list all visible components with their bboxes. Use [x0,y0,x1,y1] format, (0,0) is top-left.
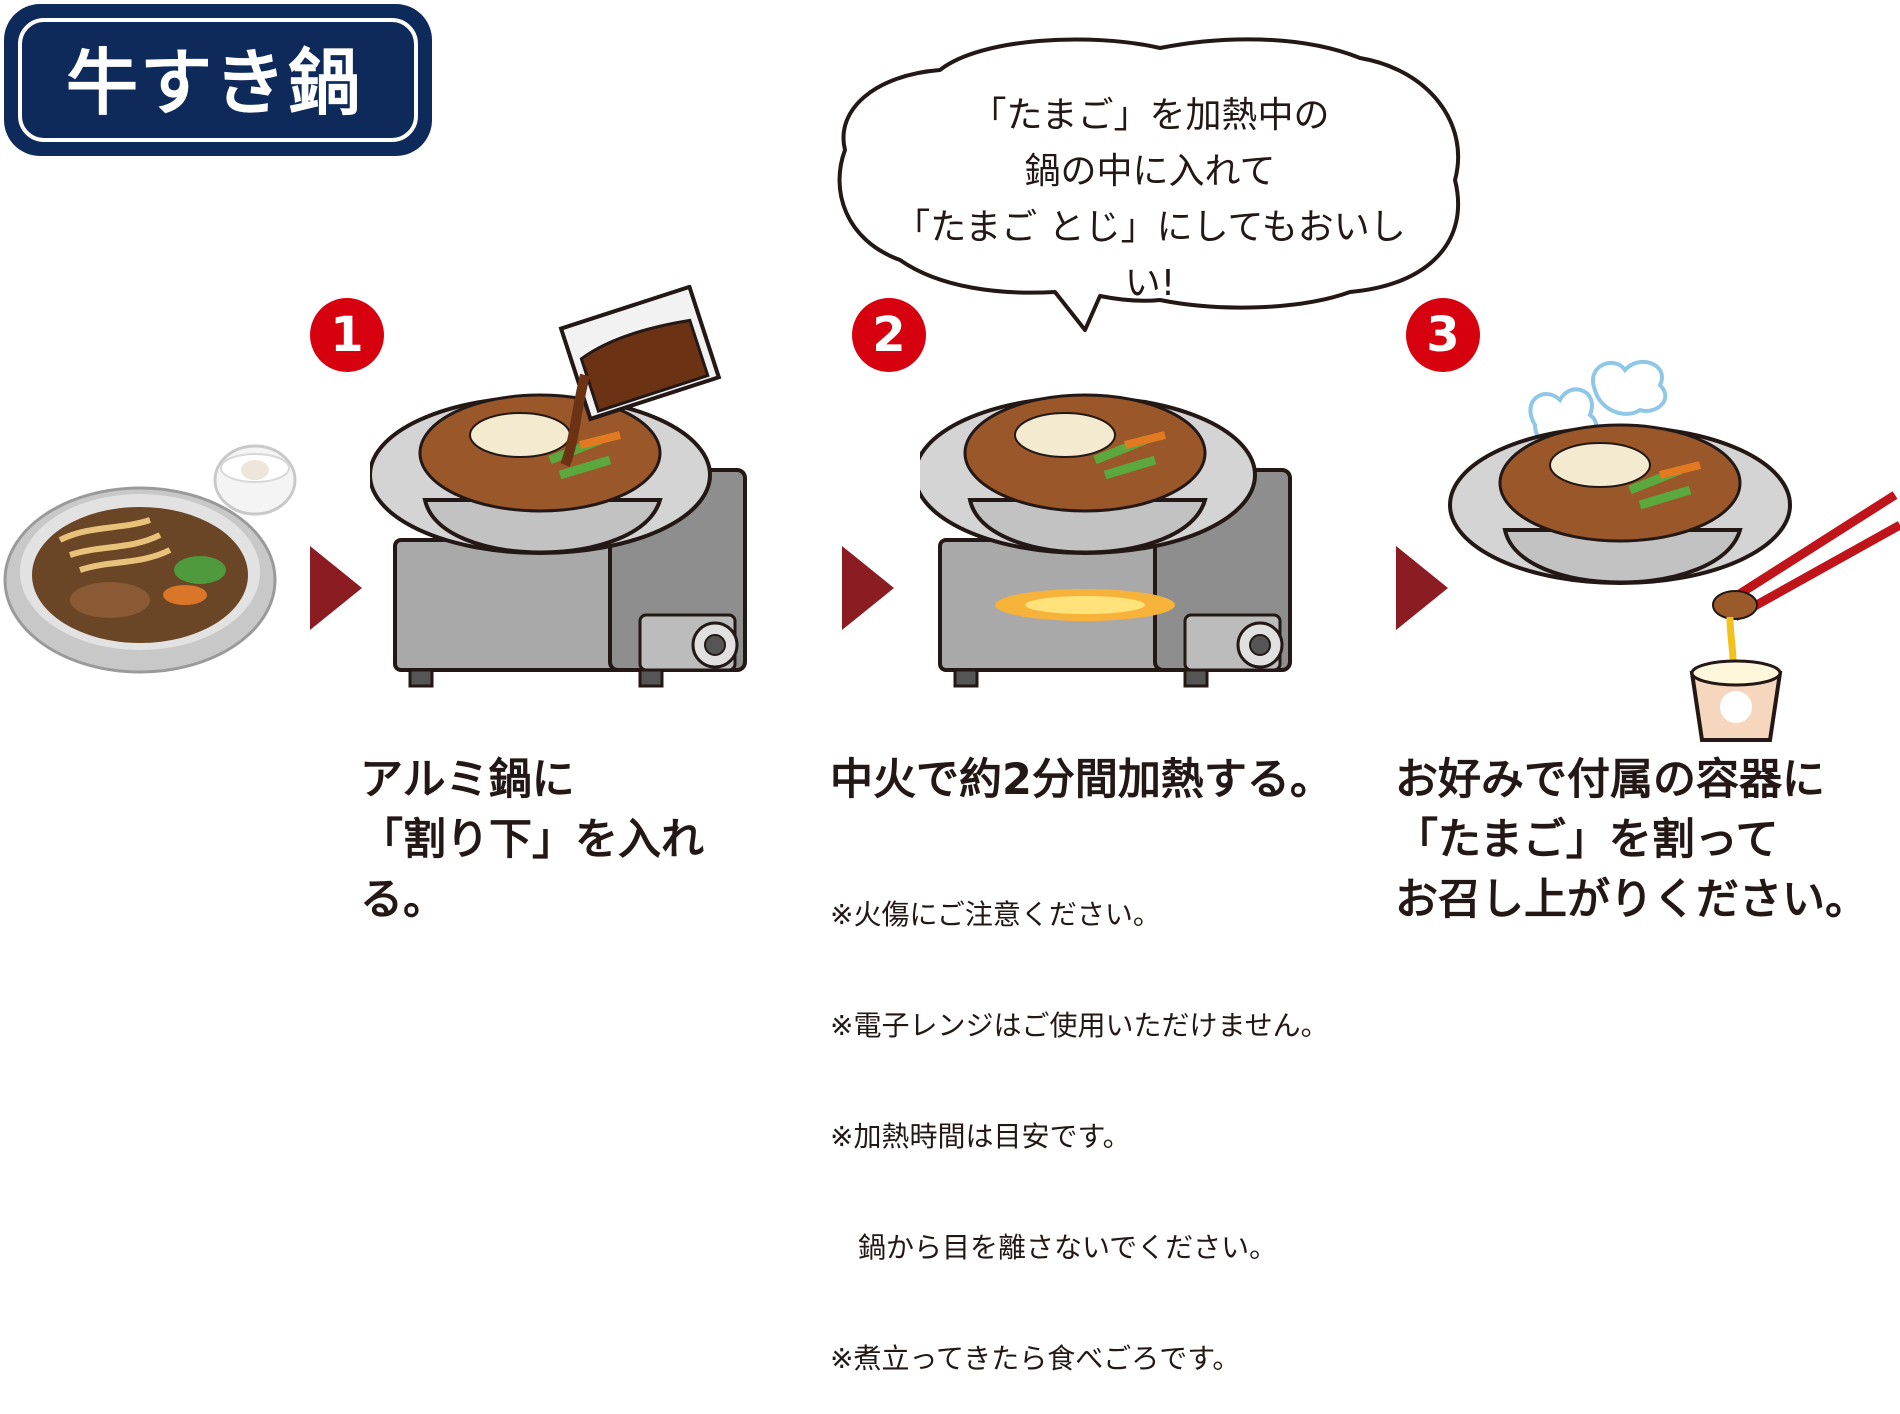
page-title: 牛すき鍋 [65,40,362,125]
bubble-line: 「たまご」を加熱中の [970,95,1330,136]
step-3-line: お召し上がりください。 [1395,875,1868,925]
step-1-number: 1 [310,298,384,372]
step-1-line: 「割り下」を入れる。 [360,815,704,925]
step-3-line: 「たまご」を割って [1395,815,1779,865]
step-3-line: お好みで付属の容器に [1395,755,1825,805]
bubble-line: 「たまご とじ」にしてもおいしい! [894,207,1406,304]
step-2-note: ※火傷にご注意ください。 [830,898,1161,931]
step-2-note: ※煮立ってきたら食べごろです。 [830,1342,1241,1375]
step-2-number: 2 [852,298,926,372]
step-1-line: アルミ鍋に [360,755,575,805]
arrow-right-icon [842,546,894,630]
arrow-right-icon [1396,546,1448,630]
speech-bubble [837,37,1461,332]
bubble-line: 鍋の中に入れて [1024,151,1276,192]
title-badge [4,4,432,156]
step-2-line: 中火で約2分間加熱する。 [830,755,1333,805]
step-2-note: ※加熱時間は目安です。 [830,1120,1131,1153]
step-2-text: 中火で約2分間加熱する。 [830,750,1390,810]
step-2-notes: ※火傷にご注意ください。 ※電子レンジはご使用いただけません。 ※加熱時間は目安… [830,822,1390,1414]
step-3-illustration [1448,359,1900,742]
step-1-illustration [370,285,747,688]
step-3-text: お好みで付属の容器に 「たまご」を割って お召し上がりください。 [1395,750,1885,930]
step-2-note: ※電子レンジはご使用いただけません。 [830,1009,1329,1042]
bubble-text: 「たまご」を加熱中の 鍋の中に入れて 「たまご とじ」にしてもおいしい! [870,88,1430,312]
step-2-illustration [920,393,1292,688]
gyusuki-bowl-image [3,444,297,674]
arrow-right-icon [310,546,362,630]
step-1-text: アルミ鍋に 「割り下」を入れる。 [360,750,780,930]
step-3-number: 3 [1406,298,1480,372]
step-2-note: 鍋から目を離さないでください。 [830,1231,1278,1264]
